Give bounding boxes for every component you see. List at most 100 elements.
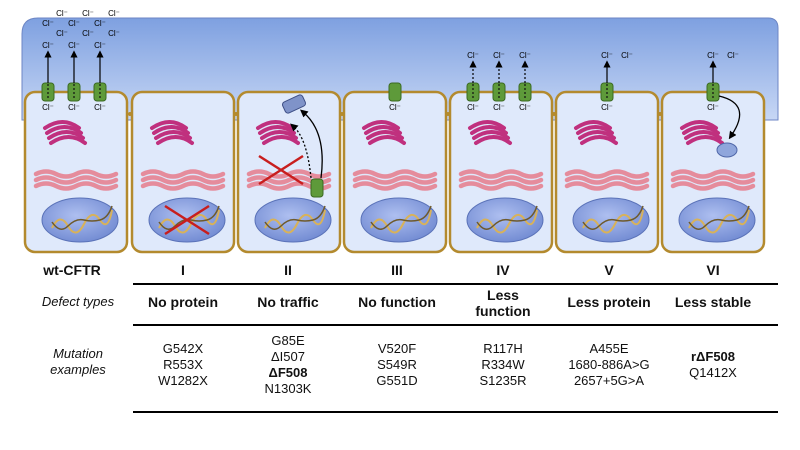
trafficking-path xyxy=(290,123,312,179)
cell-4: Cl⁻Cl⁻Cl⁻Cl⁻Cl⁻Cl⁻ xyxy=(446,51,554,254)
chloride-ion-label: Cl⁻ xyxy=(56,9,68,18)
golgi-cisterna xyxy=(682,125,720,135)
dna-strand xyxy=(51,205,113,230)
endoplasmic-reticulum xyxy=(458,169,544,191)
cftr-channel xyxy=(600,82,614,102)
nucleus-group xyxy=(41,197,119,243)
cftr-channel xyxy=(388,82,402,102)
mutation-item: Q1412X xyxy=(689,365,737,380)
dna-strand xyxy=(688,205,750,230)
er-fold xyxy=(564,175,650,185)
defect-type: Less function xyxy=(475,287,531,319)
column-header: V xyxy=(604,262,614,278)
chloride-ion-label: Cl⁻ xyxy=(108,9,120,18)
chloride-ion-label: Cl⁻ xyxy=(68,103,80,112)
endoplasmic-reticulum xyxy=(33,169,119,191)
chloride-ion-label: Cl⁻ xyxy=(68,19,80,28)
endoplasmic-reticulum xyxy=(670,169,756,191)
tight-junction xyxy=(234,112,238,116)
block-line xyxy=(258,154,304,186)
dna-strand xyxy=(688,209,750,234)
column-header: VI xyxy=(706,262,720,278)
chloride-ion-label: Cl⁻ xyxy=(42,103,54,112)
mutation-item: G85E xyxy=(271,333,305,348)
chloride-ion-label: Cl⁻ xyxy=(108,29,120,38)
er-fold xyxy=(458,181,544,191)
endoplasmic-reticulum xyxy=(564,169,650,191)
golgi-cisterna xyxy=(362,120,400,130)
defect-type: No protein xyxy=(148,294,218,310)
body-rule xyxy=(133,324,778,326)
nucleus-group xyxy=(678,197,756,243)
chloride-ion-label: Cl⁻ xyxy=(42,19,54,28)
er-fold xyxy=(140,175,226,185)
chloride-ion-label: Cl⁻ xyxy=(707,103,719,112)
chloride-ion-label: Cl⁻ xyxy=(467,103,479,112)
er-fold xyxy=(140,169,226,179)
er-fold xyxy=(670,175,756,185)
er-fold xyxy=(352,181,438,191)
chloride-ion-label: Cl⁻ xyxy=(493,103,505,112)
mutation-item: G542X xyxy=(162,341,204,356)
block-cross xyxy=(164,204,210,236)
golgi-cisterna xyxy=(150,120,188,130)
golgi-cisterna xyxy=(49,135,87,145)
golgi-apparatus xyxy=(468,120,512,145)
cell-6: Cl⁻ Cl⁻ Cl⁻ xyxy=(658,51,766,254)
golgi-cisterna xyxy=(680,120,718,130)
cftr-channel xyxy=(67,82,81,102)
golgi-cisterna xyxy=(256,120,294,130)
column-header: III xyxy=(391,262,403,278)
block-cross xyxy=(258,154,304,186)
dna-strand xyxy=(264,209,326,234)
golgi-cisterna xyxy=(262,135,300,145)
golgi-cisterna xyxy=(578,130,616,140)
er-fold xyxy=(670,169,756,179)
golgi-apparatus xyxy=(574,120,618,145)
er-fold xyxy=(33,181,119,191)
chloride-ion-label: Cl⁻ xyxy=(42,41,54,50)
chloride-ion-label: Cl⁻ xyxy=(82,29,94,38)
golgi-cisterna xyxy=(45,125,83,135)
dna-strand xyxy=(264,205,326,230)
tight-junction xyxy=(128,112,132,116)
chloride-ion-label: Cl⁻ xyxy=(389,103,401,112)
chloride-ion-label: Cl⁻ xyxy=(727,51,739,60)
cftr-channel xyxy=(466,82,480,102)
endoplasmic-reticulum xyxy=(352,169,438,191)
chloride-ion-label: Cl⁻ xyxy=(68,41,80,50)
degradation-path xyxy=(300,109,323,179)
chloride-ion-label: Cl⁻ xyxy=(94,103,106,112)
mutation-item: rΔF508 xyxy=(690,349,736,364)
golgi-cisterna xyxy=(156,135,194,145)
dna-strand xyxy=(370,209,432,234)
golgi-cisterna xyxy=(260,130,298,140)
tight-junction xyxy=(340,112,344,116)
nucleus-group xyxy=(254,197,332,243)
golgi-cisterna xyxy=(684,130,722,140)
golgi-cisterna xyxy=(152,125,190,135)
chloride-ion-label: Cl⁻ xyxy=(56,29,68,38)
chloride-ion-label: Cl⁻ xyxy=(94,41,106,50)
block-line xyxy=(164,204,210,236)
column-header: II xyxy=(284,262,292,278)
cftr-channel xyxy=(492,82,506,102)
mutation-item: S549R xyxy=(377,357,417,372)
golgi-cisterna xyxy=(366,130,404,140)
golgi-cisterna xyxy=(470,125,508,135)
chloride-ion-label: Cl⁻ xyxy=(493,51,505,60)
er-fold xyxy=(33,169,119,179)
chloride-ion-label: Cl⁻ xyxy=(467,51,479,60)
cell-0: Cl⁻Cl⁻Cl⁻Cl⁻Cl⁻Cl⁻Cl⁻Cl⁻Cl⁻Cl⁻Cl⁻Cl⁻Cl⁻C… xyxy=(23,9,129,254)
mutation-item: S1235R xyxy=(479,373,527,388)
chloride-ion-label: Cl⁻ xyxy=(707,51,719,60)
cftr-channel-body xyxy=(310,178,324,198)
er-fold xyxy=(33,175,119,185)
golgi-apparatus xyxy=(43,120,87,145)
golgi-cisterna xyxy=(47,130,85,140)
defect-type: Less protein xyxy=(567,294,651,310)
